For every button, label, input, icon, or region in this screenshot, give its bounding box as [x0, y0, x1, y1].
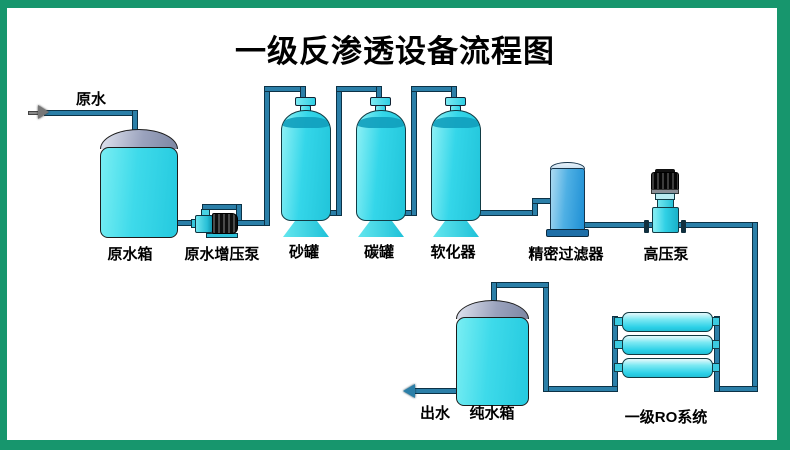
label-outlet: 出水	[419, 405, 451, 422]
pure-water-tank	[456, 317, 529, 406]
ro-right-manifold	[714, 316, 720, 392]
pipe-segment	[545, 386, 618, 392]
pipe-segment	[716, 386, 758, 392]
inlet-arrow-icon	[38, 105, 49, 119]
label-inlet: 原水	[75, 91, 107, 108]
label-hp-pump: 高压泵	[643, 246, 689, 263]
outlet-arrow-icon	[403, 384, 415, 398]
pipe-segment	[411, 86, 417, 216]
hp-pump-motor-cap	[655, 169, 675, 174]
ro-left-manifold	[612, 316, 618, 392]
hp-pump-body	[652, 207, 679, 233]
ro-membrane-2	[622, 335, 713, 355]
pipe-segment	[414, 388, 460, 394]
label-sand-tank: 砂罐	[288, 244, 320, 261]
pipe-segment	[476, 210, 538, 216]
precision-filter-base	[546, 229, 589, 237]
sand-tank	[281, 110, 331, 221]
pipe-segment	[752, 222, 758, 392]
ro-membrane-3	[622, 358, 713, 378]
pipe-segment	[682, 222, 758, 228]
label-precision-filter: 精密过滤器	[528, 246, 604, 263]
carbon-tank-base	[358, 221, 404, 237]
label-carbon-tank: 碳罐	[363, 244, 395, 261]
page-title: 一级反渗透设备流程图	[235, 34, 555, 69]
pipe-segment	[543, 284, 549, 392]
label-raw-water-tank: 原水箱	[107, 246, 153, 263]
label-pure-water-tank: 纯水箱	[469, 405, 515, 422]
ro-membrane-1	[622, 312, 713, 332]
pipe-segment	[491, 282, 549, 288]
pipe-segment	[336, 86, 342, 216]
hp-pump-left-flange	[644, 220, 649, 233]
pipe-segment	[44, 110, 138, 116]
pipe-segment	[264, 86, 270, 226]
booster-pump-head	[195, 215, 213, 233]
pipe-segment	[580, 222, 648, 228]
carbon-tank	[356, 110, 406, 221]
softener-tank	[431, 110, 481, 221]
hp-pump-right-flange	[681, 220, 686, 233]
raw-water-tank	[100, 147, 178, 238]
label-softener: 软化器	[430, 244, 476, 261]
booster-pump-motor	[212, 213, 238, 234]
sand-tank-base	[283, 221, 329, 237]
precision-filter	[550, 168, 585, 232]
label-booster-pump: 原水增压泵	[184, 246, 260, 263]
label-ro-system: 一级RO系统	[624, 409, 708, 426]
softener-base	[433, 221, 479, 237]
